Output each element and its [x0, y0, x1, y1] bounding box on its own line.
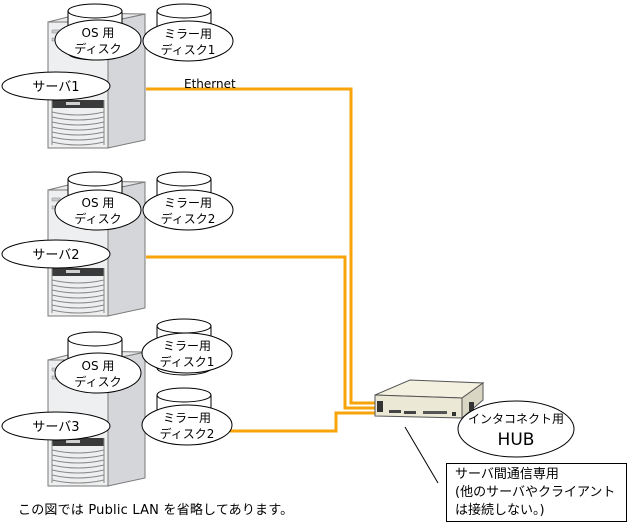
interconnect-hub: インタコネクト用 HUB — [374, 379, 575, 484]
mirror-disk-1-label-line2: ディスク1 — [160, 354, 215, 369]
mirror-disk-2-label-line2: ディスク2 — [160, 426, 215, 441]
mirror-disk-label-line2: ディスク1 — [161, 42, 216, 57]
mirror-disk-2-label-line1: ミラー用 — [163, 411, 211, 425]
note-line-1: サーバ間通信専用 — [455, 467, 559, 482]
os-disk-label-line1: OS 用 — [82, 196, 115, 210]
mirror-disk-label-line1: ミラー用 — [164, 196, 212, 210]
os-disk-label-line1: OS 用 — [82, 26, 115, 40]
hub-icon — [374, 379, 485, 420]
os-disk-label-line1: OS 用 — [82, 359, 115, 373]
ethernet-label: Ethernet — [184, 77, 236, 91]
os-disk-label-line2: ディスク — [74, 41, 121, 56]
server-2: OS 用 ディスク ミラー用 ディスク2 サーバ2 — [1, 171, 234, 317]
server-label: サーバ2 — [32, 248, 79, 263]
note-pointer-line — [404, 426, 439, 484]
server-label: サーバ1 — [32, 80, 79, 95]
cable-server1 — [146, 87, 375, 405]
os-disk-label-line2: ディスク — [74, 211, 121, 226]
server-label: サーバ3 — [32, 420, 79, 435]
diagram-caption: この図では Public LAN を省略してあります。 — [18, 503, 294, 518]
hub-label-line1: インタコネクト用 — [468, 412, 564, 426]
cable-server3 — [230, 411, 375, 433]
server-1: OS 用 ディスク ミラー用 ディスク1 サーバ1 — [1, 3, 234, 149]
mirror-disk-label-line2: ディスク2 — [161, 211, 216, 226]
mirror-disk-1-label-line1: ミラー用 — [163, 339, 211, 353]
os-disk-label-line2: ディスク — [74, 374, 121, 389]
note-line-3: は接続しない。) — [455, 503, 545, 518]
ethernet-cables — [146, 87, 375, 433]
server-3: OS 用 ディスク ミラー用 ディスク1 ミラー用 ディスク2 サーバ3 — [1, 318, 233, 487]
cable-server2 — [146, 255, 375, 410]
note-line-2: (他のサーバやクライアント — [455, 485, 616, 500]
mirror-disk-label-line1: ミラー用 — [164, 27, 212, 41]
hub-label-line2: HUB — [498, 430, 535, 450]
interconnect-note: サーバ間通信専用 (他のサーバやクライアント は接続しない。) — [446, 463, 627, 522]
